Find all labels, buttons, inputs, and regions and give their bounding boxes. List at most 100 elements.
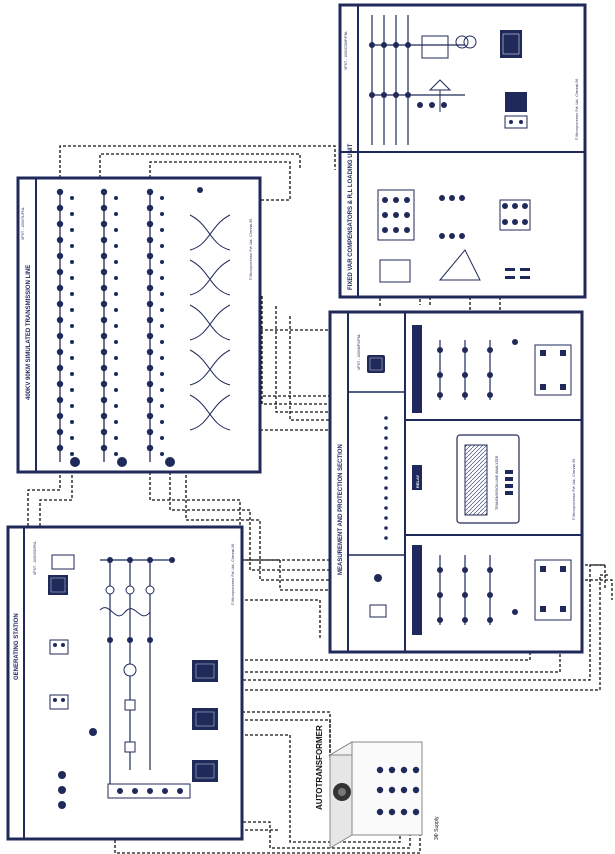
analyzer-label: TRANSMISSION LINE ANALYZER (495, 455, 499, 510)
line-terminal (100, 204, 108, 212)
line-terminal (160, 308, 164, 312)
line-terminal (70, 244, 74, 248)
line-terminal (100, 364, 108, 372)
status-led (384, 436, 388, 440)
supply-label: 3Φ Supply (434, 816, 440, 840)
line-terminal (160, 420, 164, 424)
line-terminal (56, 364, 64, 372)
line-terminal (146, 444, 154, 452)
status-led (384, 526, 388, 530)
line-terminal (165, 457, 175, 467)
line-terminal (146, 428, 154, 436)
line-terminal (56, 412, 64, 420)
line-terminal (146, 412, 154, 420)
line-terminal (56, 284, 64, 292)
status-led (384, 486, 388, 490)
line-terminal (160, 356, 164, 360)
measurement-maker: © Microprocessor Pvt. Ltd., Chennai-96 (572, 459, 576, 520)
line-terminal (100, 428, 108, 436)
transmission-line-code: VPST - 1000/TL/PNL (21, 207, 25, 240)
line-terminal (146, 236, 154, 244)
line-terminal (146, 300, 154, 308)
terminal (376, 808, 384, 816)
terminal (388, 766, 396, 774)
line-terminal (146, 252, 154, 260)
line-terminal (70, 228, 74, 232)
line-terminal (114, 308, 118, 312)
line-terminal (160, 228, 164, 232)
status-led (384, 446, 388, 450)
line-terminal (100, 284, 108, 292)
line-terminal (160, 436, 164, 440)
line-terminal (114, 324, 118, 328)
line-terminal (56, 444, 64, 452)
line-terminal (56, 428, 64, 436)
line-terminal (100, 348, 108, 356)
line-terminal (70, 436, 74, 440)
generating-title: GENERATING STATION (14, 613, 20, 680)
status-led (384, 496, 388, 500)
line-terminal (100, 188, 108, 196)
line-terminal (146, 348, 154, 356)
line-terminal (160, 244, 164, 248)
status-leds (384, 416, 388, 540)
line-terminal (117, 457, 127, 467)
line-terminal (160, 212, 164, 216)
line-terminal (160, 404, 164, 408)
line-terminal (100, 444, 108, 452)
line-terminal (114, 356, 118, 360)
line-terminal (100, 236, 108, 244)
line-terminal (100, 412, 108, 420)
line-terminal (100, 380, 108, 388)
line-terminal (114, 228, 118, 232)
line-terminal (70, 404, 74, 408)
terminal (376, 786, 384, 794)
line-terminal (114, 340, 118, 344)
line-terminal (114, 260, 118, 264)
line-terminal (100, 316, 108, 324)
line-terminal (146, 204, 154, 212)
line-terminal (70, 292, 74, 296)
line-terminal (114, 372, 118, 376)
measurement-panel: RELAY TRANSMISSION LINE ANALYZER MEASURE… (328, 310, 584, 654)
line-terminals (56, 187, 203, 467)
transmission-line-panel: 400KV 90KM SIMULATED TRANSMISSION LINE V… (16, 176, 262, 474)
line-terminal (70, 452, 74, 456)
measurement-title: MEASUREMENT AND PROTECTION SECTION (338, 444, 344, 575)
line-terminal (146, 396, 154, 404)
status-led (384, 516, 388, 520)
line-terminal (100, 396, 108, 404)
line-terminal (56, 316, 64, 324)
generating-maker: © Microprocessor Pvt. Ltd., Chennai-96 (231, 544, 235, 605)
terminal (412, 786, 420, 794)
line-terminal (70, 457, 80, 467)
line-terminal (56, 252, 64, 260)
terminal (388, 786, 396, 794)
line-terminal (146, 364, 154, 372)
line-terminal (114, 244, 118, 248)
status-led (384, 426, 388, 430)
terminal (412, 808, 420, 816)
line-terminal (114, 388, 118, 392)
line-terminal (114, 452, 118, 456)
line-terminal (197, 187, 203, 193)
line-terminal (70, 340, 74, 344)
line-terminal (114, 276, 118, 280)
status-led (384, 476, 388, 480)
status-led (384, 536, 388, 540)
line-terminal (146, 284, 154, 292)
relay-section-label: RELAY (415, 474, 420, 488)
line-terminal (114, 292, 118, 296)
line-terminal (160, 372, 164, 376)
line-terminal (56, 300, 64, 308)
terminal (400, 766, 408, 774)
line-terminal (56, 236, 64, 244)
line-terminal (160, 276, 164, 280)
terminal (376, 766, 384, 774)
line-terminal (70, 308, 74, 312)
line-terminal (100, 332, 108, 340)
line-terminal (100, 252, 108, 260)
line-terminal (146, 220, 154, 228)
line-terminal (70, 388, 74, 392)
